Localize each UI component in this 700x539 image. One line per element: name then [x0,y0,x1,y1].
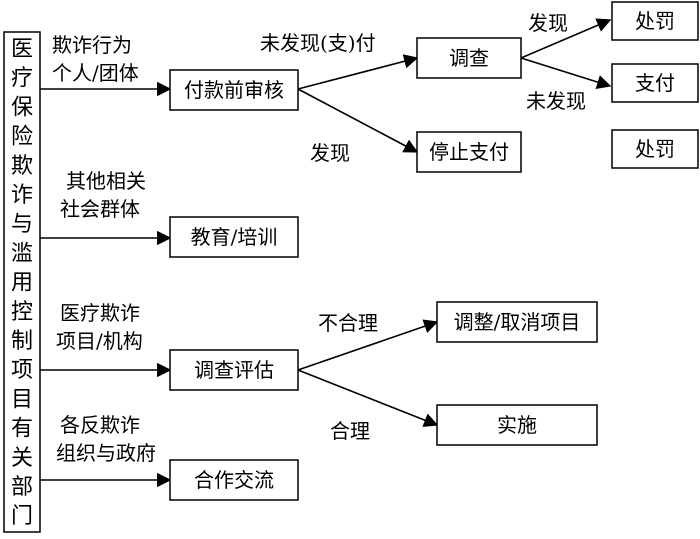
stop-payment-box [416,131,522,173]
label-fraud-line1: 欺诈行为 [52,33,132,57]
investigate-evaluate-label: 调查评估 [194,358,274,382]
cooperation-box [169,459,299,501]
label-found-to-penalty: 发现 [528,11,568,35]
label-found-to-stop: 发现 [310,141,350,165]
pay-box [611,63,699,103]
label-not-found-paid: 未发现(支)付 [260,31,376,55]
penalty-lower-box [611,129,699,169]
penalty-top-label: 处罚 [635,9,675,33]
adjust-cancel-label: 调整/取消项目 [454,310,581,334]
cooperation-label: 合作交流 [194,468,274,492]
edge-evaluate-to-implement [297,369,439,427]
edge-investigate-to-pay [520,57,612,89]
label-anti-line1: 各反欺诈 [60,413,140,437]
label-med-line2: 项目/机构 [56,329,143,353]
label-anti-line2: 组织与政府 [56,441,156,465]
edge-prepay-to-stop [297,88,419,153]
pay-label: 支付 [635,71,675,95]
penalty-top-box [611,1,699,41]
adjust-cancel-box [436,301,598,343]
label-others-line2: 社会群体 [60,197,140,221]
implement-label: 实施 [497,413,537,437]
label-others-line1: 其他相关 [66,169,146,193]
label-fraud-line2: 个人/团体 [52,61,139,85]
education-box [169,216,299,258]
investigate-label: 调查 [449,46,489,70]
prepay-review-label: 付款前审核 [184,78,284,102]
stop-payment-label: 停止支付 [429,140,509,164]
implement-box [436,404,598,446]
label-med-line1: 医疗欺诈 [60,301,140,325]
department-box [3,31,41,533]
department-label: 医疗保险欺诈与滥用控制项目有关部门 [11,37,33,529]
edge-prepay-to-investigate [297,54,419,90]
prepay-review-box [169,69,299,111]
label-unreasonable: 不合理 [318,311,378,335]
edge-investigate-to-penalty [520,18,612,59]
label-not-found-to-pay: 未发现 [526,89,586,113]
penalty-lower-label: 处罚 [635,137,675,161]
investigate-evaluate-box [169,349,299,391]
label-reasonable: 合理 [330,419,370,443]
education-label: 教育/培训 [191,225,278,249]
investigate-box [416,37,522,79]
edge-evaluate-to-adjust [297,319,439,371]
